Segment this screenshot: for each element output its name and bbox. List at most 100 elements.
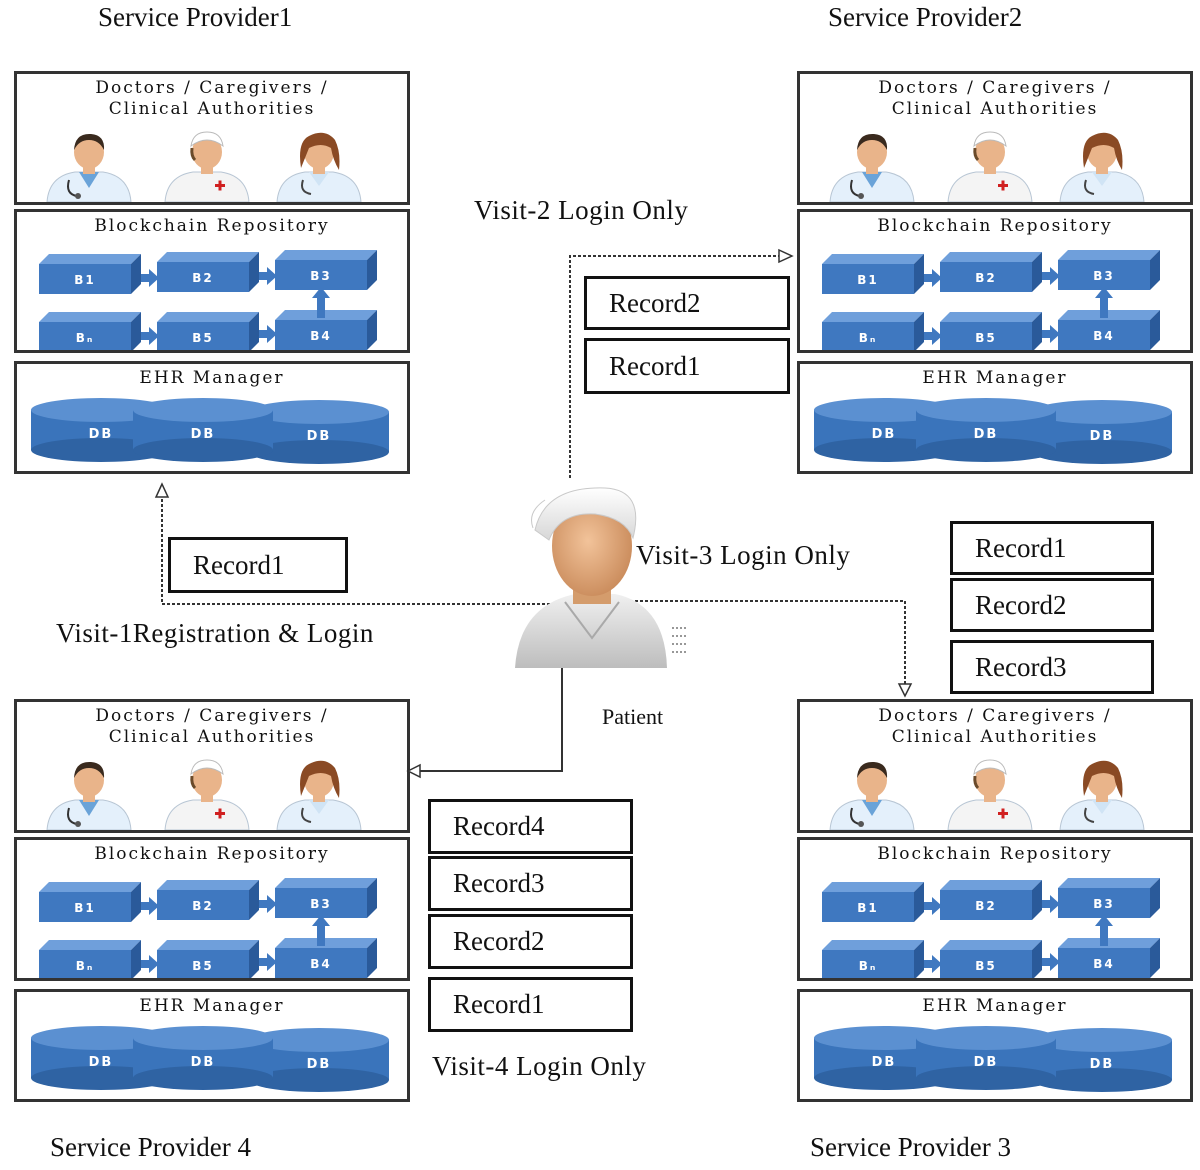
block-label: B4 — [1093, 957, 1115, 971]
clinicians-heading-line2: Clinical Authorities — [108, 727, 316, 747]
block-label: B1 — [857, 901, 879, 915]
clinicians-heading-line1: Doctors / Caregivers / — [95, 706, 329, 726]
db-label: DB — [1090, 1057, 1115, 1072]
clinicians-heading: Doctors / Caregivers /Clinical Authoriti… — [17, 78, 407, 120]
service-provider-4: Doctors / Caregivers /Clinical Authoriti… — [14, 699, 410, 1102]
blockchain-heading: Blockchain Repository — [94, 844, 330, 864]
clinicians-panel: Doctors / Caregivers /Clinical Authoriti… — [14, 699, 410, 833]
db-label: DB — [191, 1055, 216, 1070]
ehr-heading: EHR Manager — [922, 996, 1068, 1016]
block-label: B2 — [975, 899, 997, 913]
clinicians-panel: Doctors / Caregivers /Clinical Authoriti… — [797, 71, 1193, 205]
nurse-icon — [947, 759, 1033, 830]
block-label: Bₙ — [76, 331, 95, 345]
clinicians-heading-line2: Clinical Authorities — [891, 99, 1099, 119]
visit-4-label: Visit-4 Login Only — [432, 1051, 647, 1081]
db-label: DB — [89, 427, 114, 442]
provider-3-title: Service Provider 3 — [810, 1132, 1011, 1162]
visit-1-connector — [161, 492, 560, 605]
record-box: Record3 — [428, 856, 633, 911]
doctor-icon — [829, 761, 915, 830]
ehr-heading: EHR Manager — [922, 368, 1068, 388]
block-label: B4 — [310, 957, 332, 971]
blockchain-heading: Blockchain Repository — [94, 216, 330, 236]
service-provider-1: Doctors / Caregivers /Clinical Authoriti… — [14, 71, 410, 474]
block-label: B3 — [1093, 269, 1115, 283]
nurse-icon — [164, 131, 250, 202]
visit-3-connector — [600, 600, 906, 690]
record-box: Record1 — [428, 977, 633, 1032]
block-label: Bₙ — [859, 331, 878, 345]
block-label: Bₙ — [859, 959, 878, 973]
visit-1-label: Visit-1Registration & Login — [56, 618, 374, 648]
clinicians-heading-line1: Doctors / Caregivers / — [878, 706, 1112, 726]
patient-label: Patient — [602, 704, 664, 729]
block-label: B5 — [192, 959, 214, 973]
doctor-icon — [829, 133, 915, 202]
arrowhead-sp1 — [154, 482, 170, 498]
database-icons: DB DB DB — [31, 398, 389, 464]
record-box: Record3 — [950, 640, 1154, 694]
female-doctor-icon — [1059, 132, 1145, 202]
service-provider-3: Doctors / Caregivers /Clinical Authoriti… — [797, 699, 1193, 1102]
db-label: DB — [307, 1057, 332, 1072]
block-label: B2 — [192, 271, 214, 285]
female-doctor-icon — [276, 132, 362, 202]
record-box: Record1 — [584, 338, 790, 394]
record-box: Record1 — [168, 537, 348, 593]
clinicians-panel: Doctors / Caregivers /Clinical Authoriti… — [797, 699, 1193, 833]
ehr-heading: EHR Manager — [139, 996, 285, 1016]
db-label: DB — [872, 1055, 897, 1070]
visit-2-connector — [569, 255, 788, 478]
blockchain-heading: Blockchain Repository — [877, 844, 1113, 864]
db-label: DB — [307, 429, 332, 444]
block-label: B2 — [975, 271, 997, 285]
service-provider-2: Doctors / Caregivers /Clinical Authoriti… — [797, 71, 1193, 474]
db-label: DB — [191, 427, 216, 442]
provider-1-title: Service Provider1 — [98, 2, 293, 32]
record-box: Record2 — [950, 578, 1154, 632]
block-label: B4 — [310, 329, 332, 343]
block-label: B3 — [310, 269, 332, 283]
female-doctor-icon — [1059, 760, 1145, 830]
clinicians-heading-line2: Clinical Authorities — [891, 727, 1099, 747]
clinicians-heading: Doctors / Caregivers /Clinical Authoriti… — [800, 78, 1190, 120]
blockchain-heading: Blockchain Repository — [877, 216, 1113, 236]
arrowhead-sp4 — [406, 763, 421, 779]
block-label: B4 — [1093, 329, 1115, 343]
block-label: B3 — [310, 897, 332, 911]
arrowhead-sp3 — [897, 683, 913, 698]
arrowhead-sp2 — [778, 248, 794, 264]
record-box: Record2 — [428, 914, 633, 969]
provider-4-title: Service Provider 4 — [50, 1132, 251, 1162]
block-label: B5 — [192, 331, 214, 345]
db-label: DB — [974, 427, 999, 442]
block-label: B1 — [74, 273, 96, 287]
block-label: B5 — [975, 959, 997, 973]
db-label: DB — [872, 427, 897, 442]
clinicians-heading-line2: Clinical Authorities — [108, 99, 316, 119]
db-label: DB — [1090, 429, 1115, 444]
block-label: B2 — [192, 899, 214, 913]
clinicians-heading: Doctors / Caregivers /Clinical Authoriti… — [800, 706, 1190, 748]
patient-icon — [515, 487, 686, 668]
provider-2-title: Service Provider2 — [828, 2, 1023, 32]
record-box: Record4 — [428, 799, 633, 854]
clinicians-heading: Doctors / Caregivers /Clinical Authoriti… — [17, 706, 407, 748]
record-box: Record1 — [950, 521, 1154, 575]
block-label: Bₙ — [76, 959, 95, 973]
record-box: Record2 — [584, 276, 790, 330]
ehr-heading: EHR Manager — [139, 368, 285, 388]
